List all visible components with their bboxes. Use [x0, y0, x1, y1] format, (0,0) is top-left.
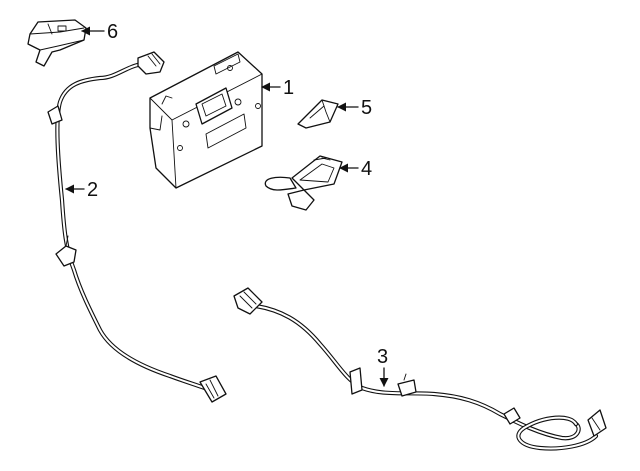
callout-2: 2	[87, 179, 98, 201]
part-6-connector-cover[interactable]	[27, 19, 87, 67]
callout-4: 4	[361, 158, 372, 180]
part-5-clip[interactable]	[297, 99, 339, 129]
callout-5: 5	[361, 97, 372, 119]
part-3-wiring-harness[interactable]	[233, 287, 607, 451]
part-1-control-module[interactable]	[149, 51, 263, 189]
callout-1: 1	[283, 77, 294, 99]
callout-3: 3	[377, 346, 388, 368]
part-4-bracket[interactable]	[264, 155, 343, 211]
callout-6: 6	[107, 21, 118, 43]
part-2-wiring-harness[interactable]	[47, 51, 227, 403]
